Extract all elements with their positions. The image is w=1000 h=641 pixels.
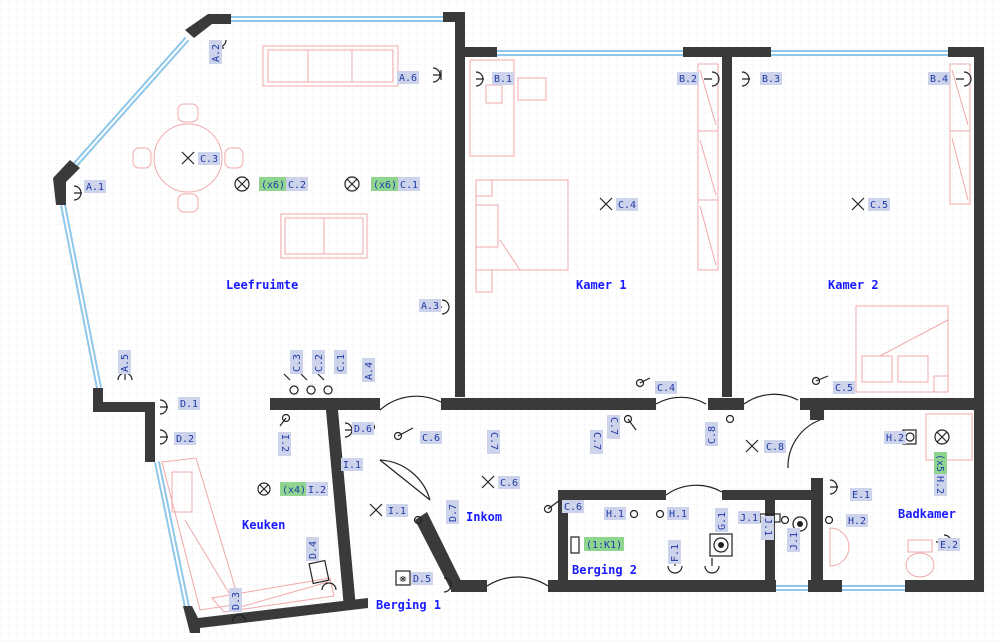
label-D4: D.4 <box>308 541 319 559</box>
room-kamer1: Kamer 1 <box>576 278 627 292</box>
room-names: Leefruimte Kamer 1 Kamer 2 Inkom Keuken … <box>226 278 956 612</box>
label-A6: A.6 <box>399 73 417 84</box>
label-D6: D.6 <box>354 424 372 435</box>
label-A1: A.1 <box>86 182 104 193</box>
walls <box>53 12 984 633</box>
label-H1-a: H.1 <box>606 509 624 520</box>
room-badkamer: Badkamer <box>898 507 956 521</box>
label-B3: B.3 <box>762 74 780 85</box>
label-G1: G.1 <box>717 512 728 530</box>
room-keuken: Keuken <box>242 518 285 532</box>
label-C4-switch: C.4 <box>657 383 675 394</box>
furniture <box>132 45 973 613</box>
label-H2-light: H.2 <box>886 433 904 444</box>
room-inkom: Inkom <box>466 510 502 524</box>
label-I1-light: I.1 <box>388 506 406 517</box>
label-C1-switch: C.1 <box>336 354 347 372</box>
label-C5: C.5 <box>870 200 888 211</box>
room-berging1: Berging 1 <box>376 598 441 612</box>
label-D3: D.3 <box>231 592 242 610</box>
badge-x5: (x5) <box>934 454 945 478</box>
label-I2-light: I.2 <box>308 485 326 496</box>
label-B4: B.4 <box>930 74 948 85</box>
label-B1: B.1 <box>494 74 512 85</box>
windows <box>60 16 950 608</box>
label-F1: F.1 <box>670 544 681 562</box>
room-living: Leefruimte <box>226 278 298 292</box>
label-C7-a: C.7 <box>488 432 499 450</box>
badge-k1: (1:K1) <box>586 540 622 551</box>
label-J1-c: J.1 <box>789 532 800 550</box>
label-E2: E.2 <box>940 540 958 551</box>
label-I2-switch: I.2 <box>279 434 290 452</box>
label-A5: A.5 <box>120 354 131 372</box>
labels: A.1 A.2 A.3 A.4 A.5 A.6 B.1 B.2 B.3 B.4 … <box>84 40 960 612</box>
label-C7-c: C.7 <box>608 417 619 435</box>
label-A4: A.4 <box>364 362 375 380</box>
label-B2: B.2 <box>679 74 697 85</box>
label-C4: C.4 <box>618 200 636 211</box>
room-kamer2: Kamer 2 <box>828 278 879 292</box>
badge-x4: (x4) <box>282 485 306 496</box>
label-D1: D.1 <box>180 399 198 410</box>
label-C2-switch: C.2 <box>314 354 325 372</box>
label-D2: D.2 <box>176 434 194 445</box>
room-berging2: Berging 2 <box>572 563 637 577</box>
label-H1-b: H.1 <box>669 509 687 520</box>
label-C6-storage: C.6 <box>564 502 582 513</box>
badge-x6-b: (x6) <box>373 180 397 191</box>
label-E1: E.1 <box>852 490 870 501</box>
label-C8-light: C.8 <box>766 442 784 453</box>
label-I1-switch: I.1 <box>343 460 361 471</box>
svg-text:❋: ❋ <box>399 571 407 585</box>
label-D7: D.7 <box>448 504 459 522</box>
label-J1-b: J.1 <box>762 518 773 536</box>
label-C2-top: C.2 <box>288 180 306 191</box>
label-A3: A.3 <box>421 301 439 312</box>
label-C3-switch: C.3 <box>292 354 303 372</box>
label-C5-switch: C.5 <box>835 383 853 394</box>
label-J1-a: J.1 <box>740 513 758 524</box>
label-H2-badge: H.2 <box>934 476 945 494</box>
badge-x6-a: (x6) <box>261 180 285 191</box>
label-D5: D.5 <box>413 574 431 585</box>
label-C7-b: C.7 <box>591 432 602 450</box>
label-H2-switch: H.2 <box>848 516 866 527</box>
label-C1-top: C.1 <box>400 180 418 191</box>
label-C6-switch: C.6 <box>422 433 440 444</box>
label-A2: A.2 <box>211 44 222 62</box>
label-C8-switch: C.8 <box>707 426 718 444</box>
label-C3-top: C.3 <box>200 154 218 165</box>
label-C6-light: C.6 <box>500 478 518 489</box>
